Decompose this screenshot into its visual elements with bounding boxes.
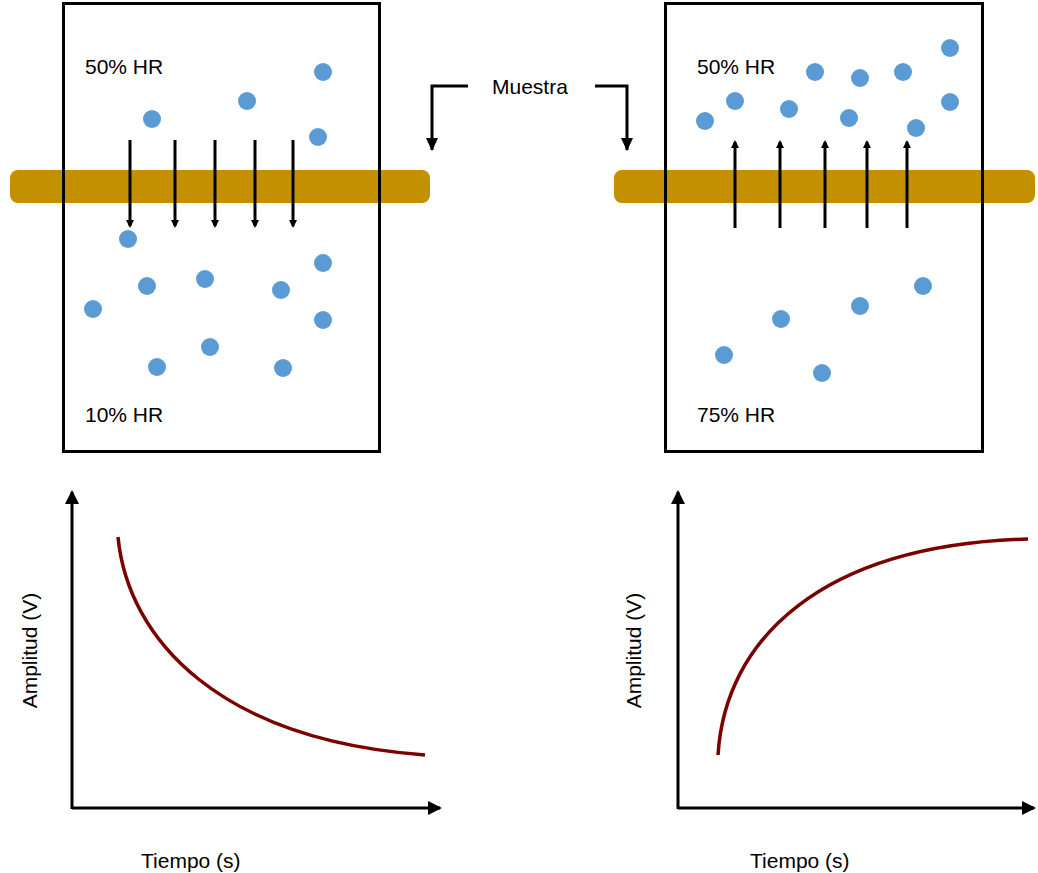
humidity-chamber: 50% HR 10% HR bbox=[62, 2, 381, 453]
leader-line bbox=[595, 86, 627, 150]
vapor-flow-arrows bbox=[130, 140, 907, 228]
humidity-label: 50% HR bbox=[697, 55, 775, 78]
leader-line bbox=[432, 86, 468, 150]
humidity-label: 50% HR bbox=[85, 55, 163, 78]
decay-curve bbox=[118, 537, 425, 755]
humidity-chamber: 50% HR 75% HR bbox=[664, 2, 984, 453]
water-molecules bbox=[84, 39, 959, 382]
axis-label: Amplitud (V) bbox=[18, 592, 41, 708]
humidity-label: 75% HR bbox=[697, 403, 775, 426]
growth-curve bbox=[718, 539, 1028, 755]
plot-axes bbox=[72, 492, 1034, 809]
axis-label: Tiempo (s) bbox=[750, 849, 850, 872]
humidity-label: 10% HR bbox=[85, 403, 163, 426]
sample-label: Muestra bbox=[492, 75, 568, 98]
axis-label: Amplitud (V) bbox=[622, 592, 645, 708]
sample-band bbox=[10, 170, 430, 203]
axis-label: Tiempo (s) bbox=[141, 849, 241, 872]
